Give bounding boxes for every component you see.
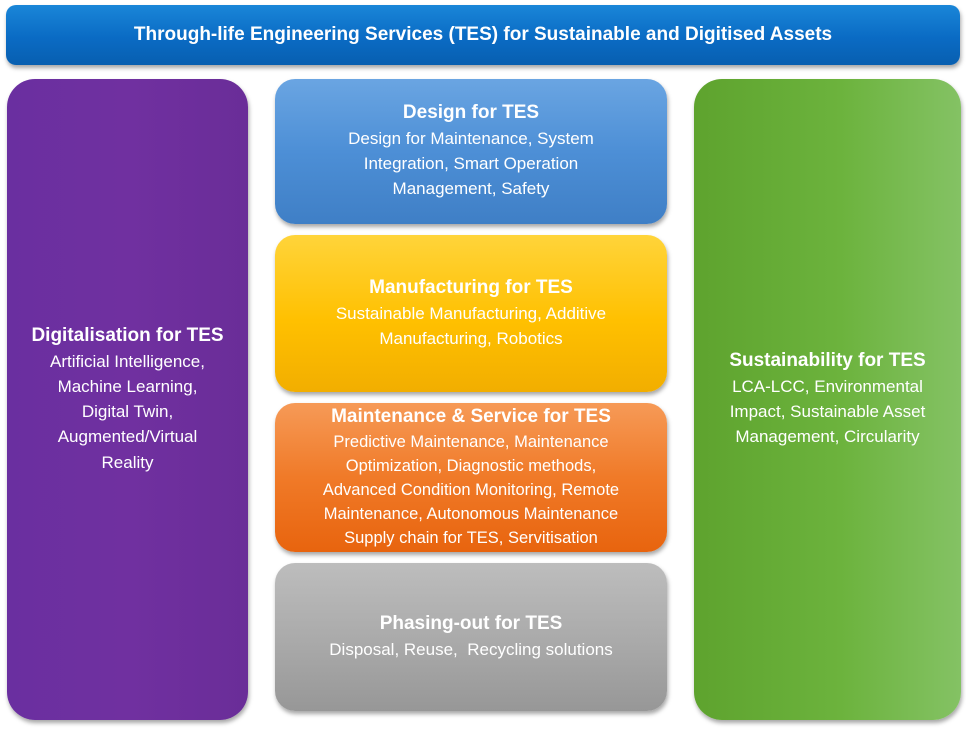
phasing-out-body: Disposal, Reuse, Recycling solutions xyxy=(329,637,612,662)
manufacturing-heading: Manufacturing for TES xyxy=(369,277,573,298)
phasing-out-line: Disposal, Reuse, Recycling solutions xyxy=(329,639,613,659)
maintenance-panel: Maintenance & Service for TES Predictive… xyxy=(275,403,667,552)
sustainability-line: LCA-LCC, Environmental xyxy=(732,377,923,397)
design-body: Design for Maintenance, System Integrati… xyxy=(348,126,594,201)
maintenance-body: Predictive Maintenance, Maintenance Opti… xyxy=(323,430,619,550)
manufacturing-body: Sustainable Manufacturing, Additive Manu… xyxy=(336,301,606,351)
diagram-title: Through-life Engineering Services (TES) … xyxy=(133,24,833,45)
digitalisation-body: Artificial Intelligence, Machine Learnin… xyxy=(50,349,205,475)
digitalisation-panel: Digitalisation for TES Artificial Intell… xyxy=(7,79,248,720)
sustainability-panel: Sustainability for TES LCA-LCC, Environm… xyxy=(694,79,961,720)
sustainability-body: LCA-LCC, Environmental Impact, Sustainab… xyxy=(730,374,926,449)
maintenance-line: Optimization, Diagnostic methods, xyxy=(345,456,597,475)
manufacturing-panel: Manufacturing for TES Sustainable Manufa… xyxy=(275,235,667,392)
phasing-out-panel: Phasing-out for TES Disposal, Reuse, Rec… xyxy=(275,563,667,711)
design-line: Design for Maintenance, System xyxy=(348,129,594,149)
manufacturing-line: Manufacturing, Robotics xyxy=(379,328,563,348)
digitalisation-heading: Digitalisation for TES xyxy=(31,325,224,347)
manufacturing-line: Sustainable Manufacturing, Additive xyxy=(335,303,607,323)
maintenance-line: Predictive Maintenance, Maintenance xyxy=(333,432,609,451)
digitalisation-line: Artificial Intelligence, xyxy=(50,351,205,371)
sustainability-line: Impact, Sustainable Asset xyxy=(729,402,926,422)
design-panel: Design for TES Design for Maintenance, S… xyxy=(275,79,667,224)
phasing-out-heading: Phasing-out for TES xyxy=(379,613,563,635)
design-line: Management, Safety xyxy=(392,179,550,199)
sustainability-heading: Sustainability for TES xyxy=(729,350,926,372)
diagram-title-banner: Through-life Engineering Services (TES) … xyxy=(6,5,960,65)
sustainability-line: Management, Circularity xyxy=(735,427,920,447)
digitalisation-line: Augmented/Virtual xyxy=(57,427,198,447)
maintenance-line: Maintenance, Autonomous Maintenance xyxy=(323,504,619,523)
maintenance-heading: Maintenance & Service for TES xyxy=(331,405,611,427)
digitalisation-line: Digital Twin, xyxy=(81,402,174,422)
maintenance-line: Supply chain for TES, Servitisation xyxy=(344,528,598,547)
digitalisation-line: Reality xyxy=(101,452,154,472)
design-heading: Design for TES xyxy=(402,102,540,124)
digitalisation-line: Machine Learning, xyxy=(57,377,198,397)
maintenance-line: Advanced Condition Monitoring, Remote xyxy=(322,480,620,499)
design-line: Integration, Smart Operation xyxy=(363,154,579,174)
